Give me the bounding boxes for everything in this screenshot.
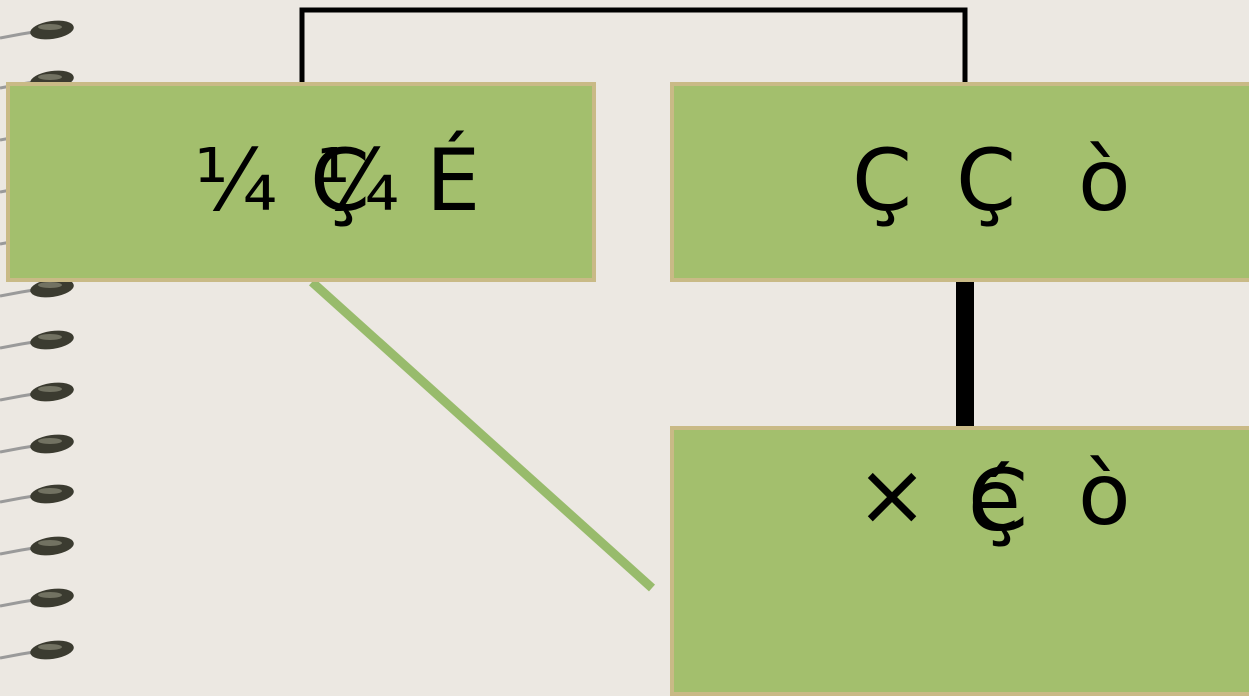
box-right-glyph-3: ò	[1078, 131, 1131, 231]
box-bottom-glyph-4: ò	[1078, 445, 1131, 545]
top-bracket-connector	[299, 7, 968, 82]
box-left-glyph-2: Ç	[310, 131, 371, 231]
spiral-ring-highlight	[38, 74, 62, 80]
box-bottom-glyph-3: Ç	[968, 451, 1029, 551]
node-box-right: Ç Ç ò	[670, 82, 1249, 282]
diagonal-green-connector	[308, 278, 656, 592]
spiral-ring-highlight	[38, 24, 62, 30]
node-box-left: ¼ Ç ¼ É	[6, 82, 596, 282]
box-bottom-glyph-1: ×	[856, 445, 929, 545]
spiral-ring-highlight	[38, 644, 62, 650]
box-left-glyph-4: É	[426, 131, 481, 231]
spiral-ring-highlight	[38, 282, 62, 288]
spiral-ring-highlight	[38, 540, 62, 546]
box-left-glyph-1: ¼	[194, 131, 278, 231]
spiral-ring-highlight	[38, 592, 62, 598]
node-box-bottom: × é Ç ò	[670, 426, 1249, 696]
spiral-ring-highlight	[38, 438, 62, 444]
box-right-glyph-1: Ç	[852, 131, 913, 231]
spiral-ring-highlight	[38, 334, 62, 340]
spiral-ring-highlight	[38, 488, 62, 494]
box-left-glyph-3: ¼	[316, 131, 400, 231]
box-right-glyph-2: Ç	[956, 131, 1017, 231]
box-bottom-glyph-2: é	[968, 451, 1021, 551]
spiral-ring-highlight	[38, 386, 62, 392]
